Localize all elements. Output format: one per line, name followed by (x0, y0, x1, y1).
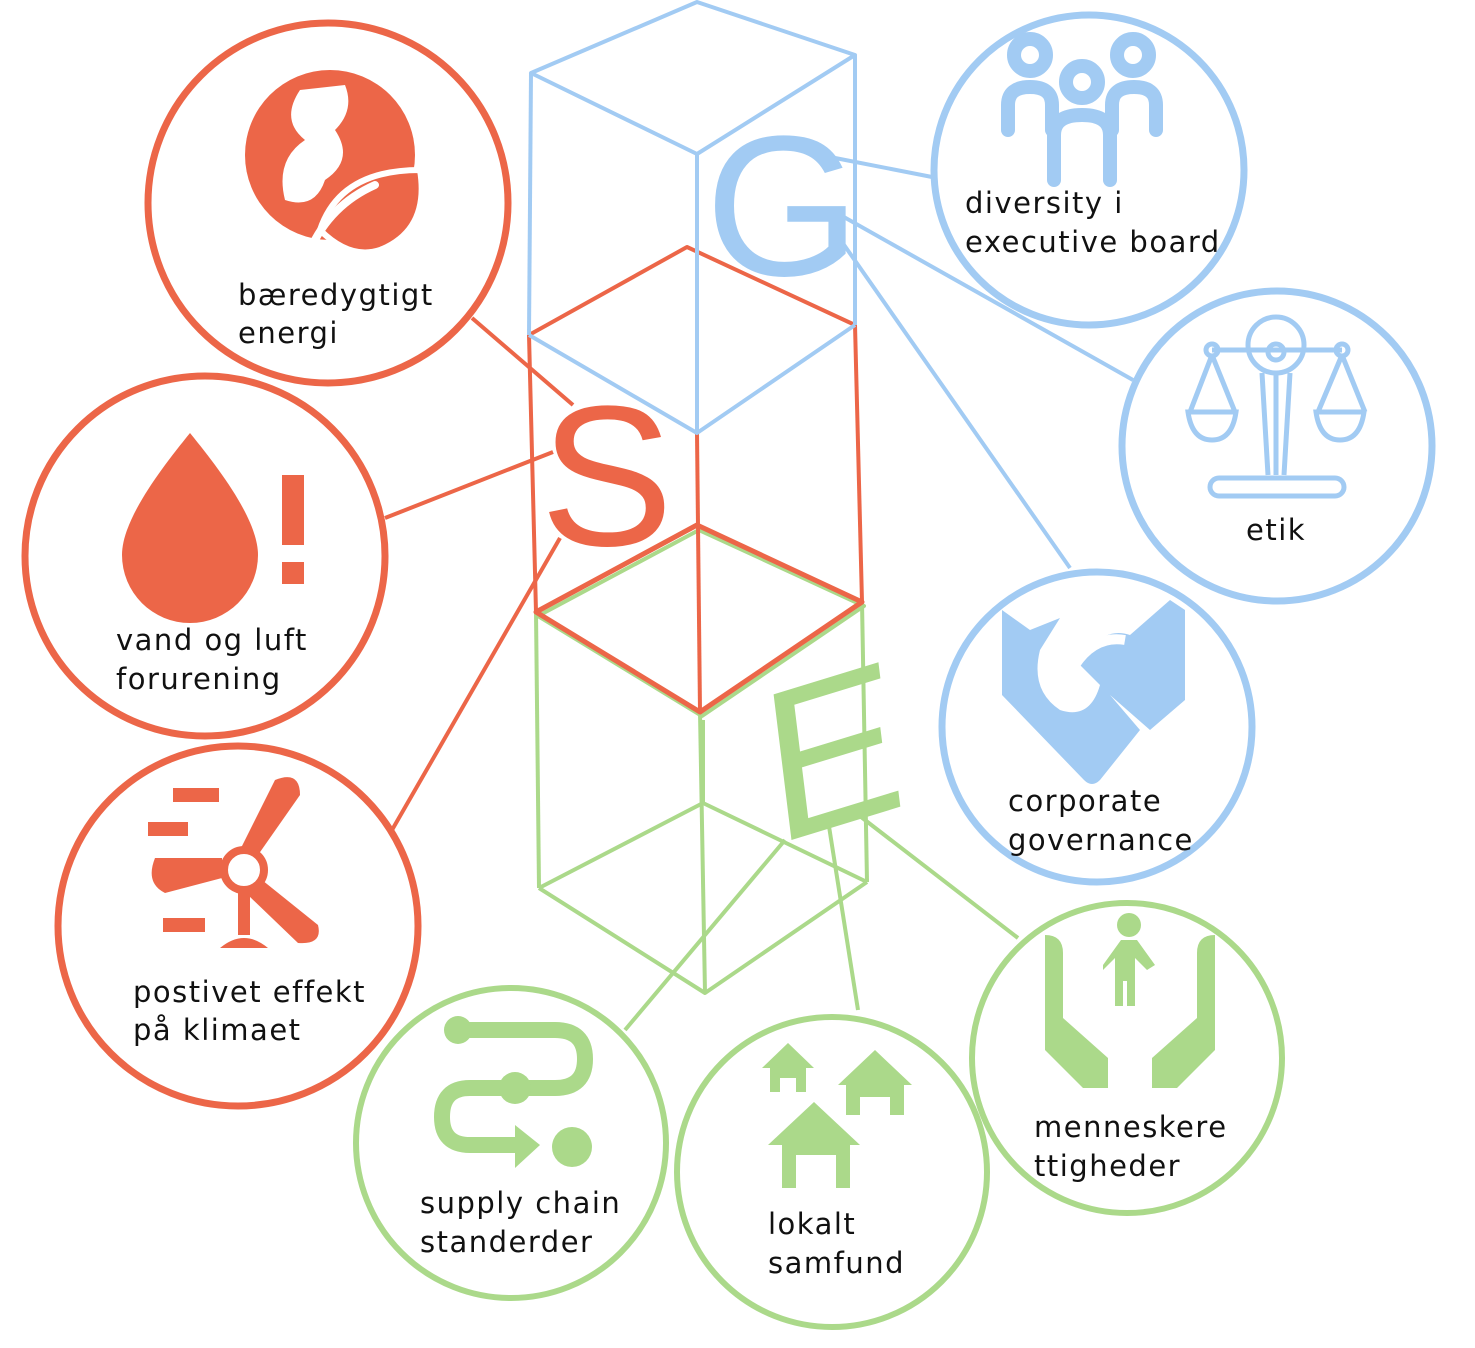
topic-positivt-effekt-klima: postivet effekt på klimaet (54, 742, 422, 1110)
water-drop-alert-icon (122, 433, 304, 623)
houses-icon (762, 1043, 912, 1188)
label-line2: governance (1008, 823, 1194, 857)
letter-e: E (751, 612, 914, 890)
topic-corporate-governance: corporate governance (938, 568, 1256, 886)
label-line1: menneskere (1034, 1110, 1228, 1144)
wind-turbine-icon (148, 777, 319, 948)
label-line2: ttigheder (1034, 1149, 1181, 1183)
topic-lokalt-samfund: lokalt samfund (674, 1014, 990, 1330)
supply-chain-path-icon (433, 1016, 594, 1168)
connector-forurening (384, 450, 554, 520)
label-line1: etik (1246, 513, 1306, 547)
label-line1: lokalt (768, 1207, 856, 1241)
connectors (384, 155, 1134, 1032)
label-line1: corporate (1008, 784, 1162, 818)
cube-social (527, 245, 865, 715)
scales-icon (1185, 314, 1368, 499)
hands-person-icon (1045, 913, 1215, 1088)
label-line2: på klimaet (133, 1013, 302, 1047)
label-line2: energi (238, 316, 339, 350)
label-line2: forurening (116, 662, 282, 696)
connector-energi (470, 316, 575, 407)
topic-etik: etik (1118, 287, 1436, 605)
connector-governance (833, 230, 1072, 570)
topic-menneskerettigheder: menneskere ttigheder (969, 900, 1285, 1216)
topic-vand-og-luft-forurening: vand og luft forurening (21, 372, 389, 740)
label-line2: samfund (768, 1246, 905, 1280)
handshake-icon (1002, 600, 1185, 784)
label-line1: bæredygtigt (238, 278, 434, 312)
label-line2: standerder (420, 1225, 593, 1259)
label-line1: postivet effekt (133, 975, 366, 1009)
topic-baeredygtigt-energi: bæredygtigt energi (144, 19, 512, 387)
label-line2: executive board (965, 225, 1221, 259)
label-line1: vand og luft (116, 623, 308, 657)
label-line1: supply chain (420, 1186, 621, 1220)
cube-governance (527, 0, 857, 435)
connector-etik (834, 210, 1134, 382)
topic-diversity: diversity i executive board (930, 11, 1248, 329)
people-group-icon (1001, 32, 1163, 187)
connector-diversity (829, 155, 933, 179)
label-line1: diversity i (965, 186, 1124, 220)
letter-g: G (705, 95, 861, 318)
connector-menneske (850, 808, 1020, 940)
topic-supply-chain: supply chain standerder (353, 985, 669, 1301)
cube-environment (534, 528, 869, 995)
connector-klima (390, 537, 562, 831)
connector-lokalt (826, 819, 860, 1011)
letter-s: S (540, 365, 673, 588)
earth-leaf-icon (245, 70, 425, 256)
